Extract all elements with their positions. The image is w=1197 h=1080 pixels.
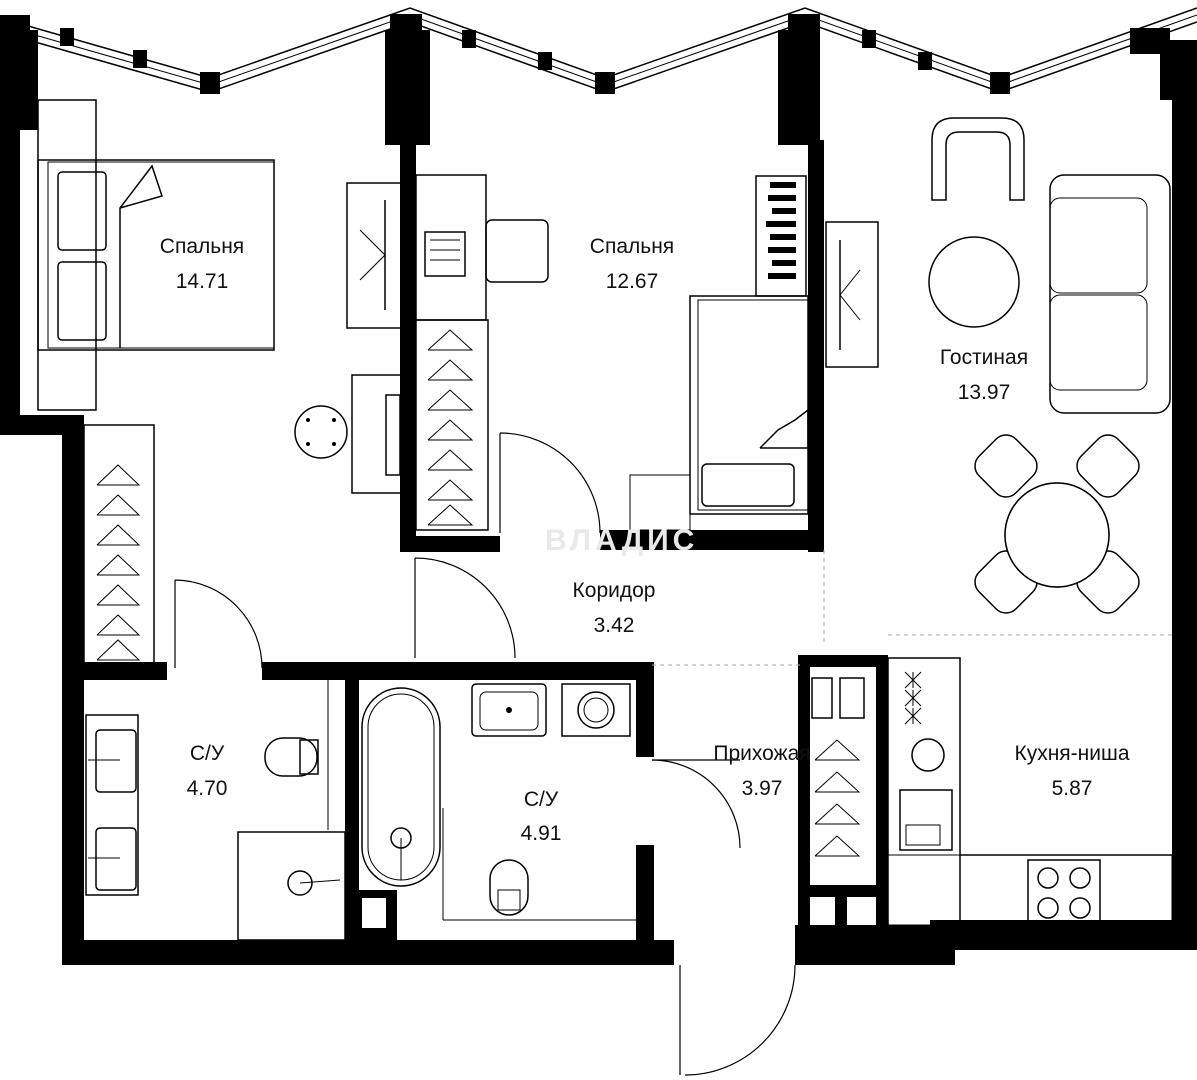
room-name-corridor: Коридор: [573, 579, 656, 602]
room-area-bedroom2: 12.67: [606, 270, 659, 293]
room-labels: Спальня 14.71 Спальня 12.67 Гостиная 13.…: [160, 235, 1130, 845]
room-area-bath2: 4.91: [521, 822, 562, 845]
doors: [174, 432, 796, 1076]
room-name-bedroom1: Спальня: [160, 235, 244, 258]
bath1-fixtures: [85, 680, 346, 941]
room-area-kitchen: 5.87: [1052, 777, 1093, 800]
kitchen-fixtures: [887, 657, 1173, 929]
room-name-kitchen: Кухня-ниша: [1014, 742, 1129, 765]
room-name-hall: Прихожая: [713, 742, 810, 765]
room-name-bath2: С/У: [524, 788, 559, 811]
room-name-bedroom2: Спальня: [590, 235, 674, 258]
walls: [0, 30, 1197, 965]
room-area-bedroom1: 14.71: [176, 270, 229, 293]
facade-windows: [0, 7, 1197, 94]
room-area-corridor: 3.42: [594, 614, 635, 637]
room-area-bath1: 4.70: [187, 777, 228, 800]
room-name-bath1: С/У: [190, 742, 225, 765]
room-area-hall: 3.97: [742, 777, 783, 800]
bath2-fixtures: [361, 683, 636, 921]
watermark: ВЛАДИС: [545, 524, 698, 557]
room-area-living: 13.97: [958, 381, 1011, 404]
hall-closet: [811, 677, 865, 857]
living-furniture: [928, 117, 1171, 614]
room-name-living: Гостиная: [940, 346, 1028, 369]
bedroom1-furniture: [37, 99, 403, 666]
zone-boundaries: [652, 550, 1172, 666]
bedroom2-furniture: [415, 174, 879, 531]
